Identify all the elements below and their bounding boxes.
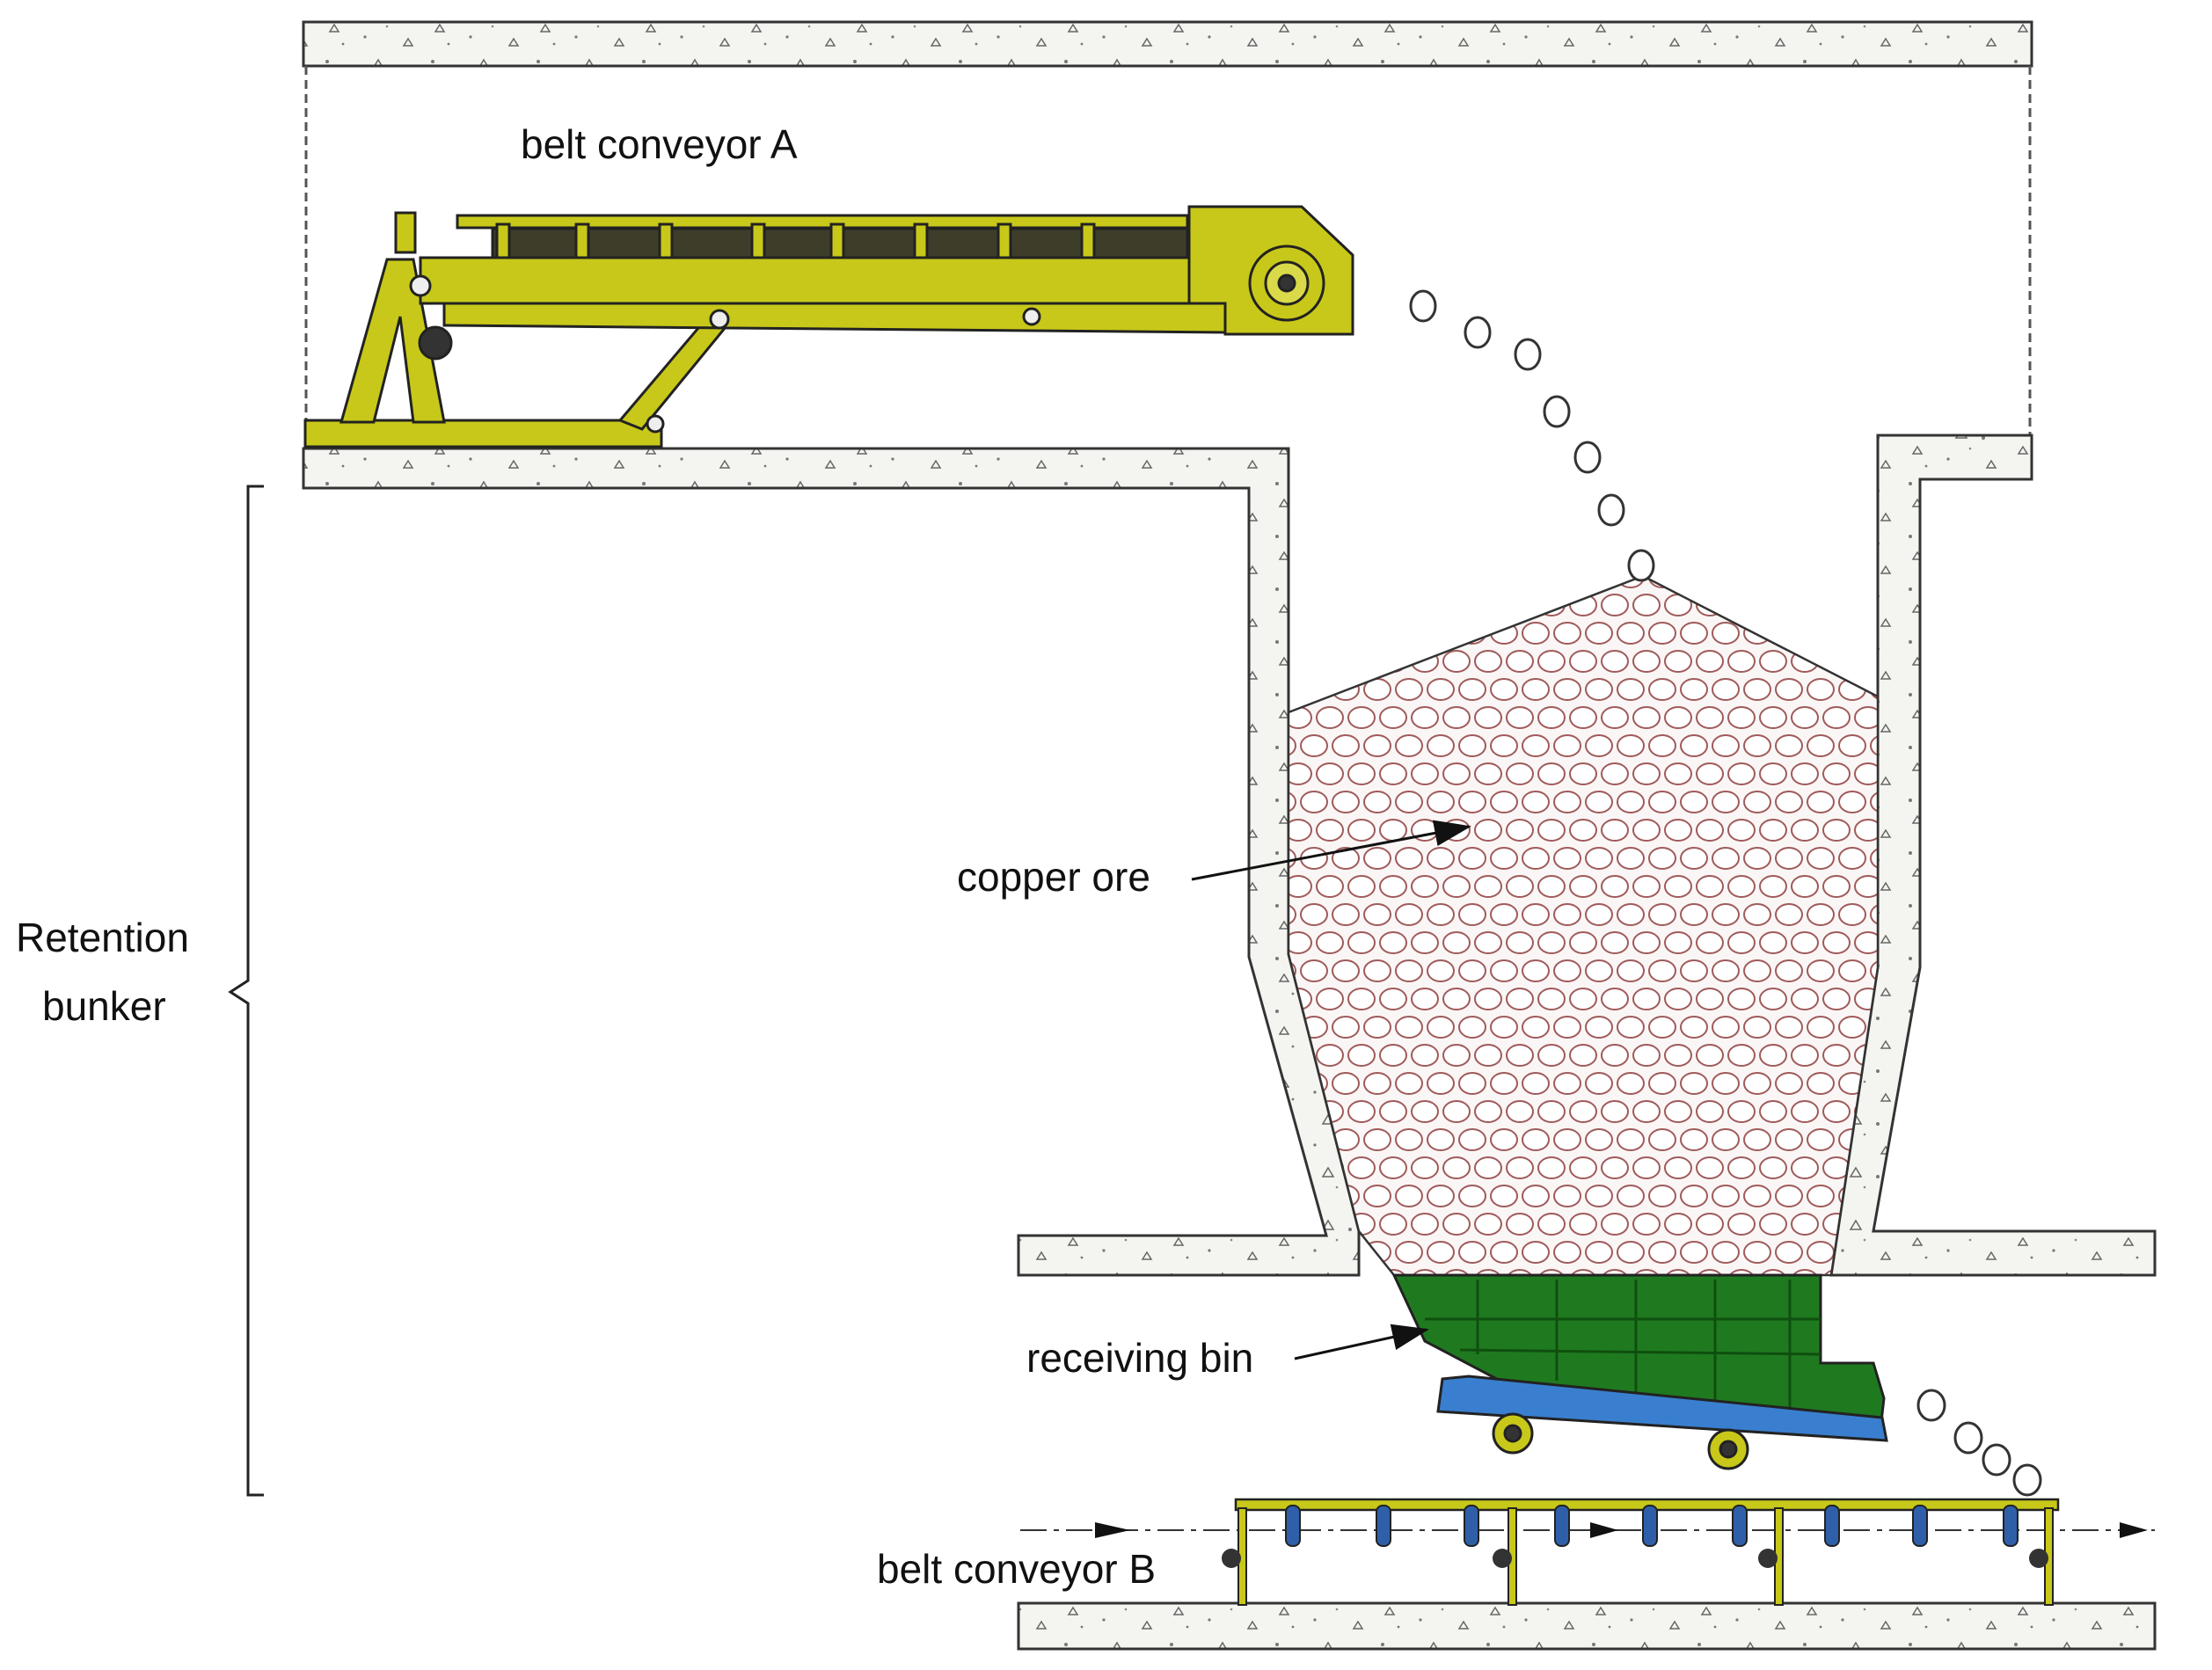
ore-chunk-icon — [1953, 1421, 1983, 1455]
falling-ore-stream-b — [1916, 1389, 2042, 1497]
arrow-right-icon — [1095, 1522, 1130, 1538]
bunker-right-wall — [1829, 434, 2157, 1277]
ore-chunk-icon — [2012, 1463, 2042, 1497]
retention-bunker-label-line2: bunker — [42, 983, 166, 1029]
conveyor-a-top-rail — [456, 214, 1189, 230]
floor-slab — [1017, 1601, 2157, 1651]
conveyor-a-idlers — [495, 222, 1096, 261]
conveyor-b-rollers — [1285, 1505, 2019, 1547]
arrow-right-icon — [2120, 1522, 2148, 1538]
ore-chunk-icon — [1982, 1443, 2011, 1477]
bunker-left-wall — [302, 447, 1361, 1277]
receiving-bin — [1391, 1273, 1888, 1470]
conveyor-a-lower-beam — [442, 302, 1227, 334]
conveyor-a-base-frame — [303, 419, 663, 448]
receiving-bin-ribs — [1425, 1280, 1821, 1414]
ore-chunk-icon — [1514, 338, 1542, 371]
retention-bunker-brace — [228, 485, 264, 1497]
retention-bunker-label-line1: Retention — [16, 915, 189, 960]
conveyor-b-wheels — [1222, 1549, 2048, 1568]
conveyor-b-label: belt conveyor B — [877, 1546, 1156, 1592]
copper-ore-leader-arrow — [1191, 820, 1471, 881]
conveyor-a-hydraulic-strut — [617, 315, 728, 431]
conveyor-a-label: belt conveyor A — [521, 121, 798, 167]
ore-chunk-icon — [1464, 316, 1492, 349]
falling-ore-stream-a — [1409, 289, 1655, 582]
arrow-right-icon — [1590, 1522, 1618, 1538]
copper-ore-label: copper ore — [957, 854, 1150, 900]
ore-chunk-icon — [1573, 441, 1602, 474]
ore-chunk-icon — [1597, 493, 1625, 527]
ceiling-slab — [302, 20, 2033, 68]
conveyor-a-wheel-icon — [418, 325, 453, 361]
receiving-bin-base-frame — [1436, 1375, 1888, 1442]
ore-chunk-icon — [1916, 1389, 1946, 1422]
receiving-bin-leader-arrow — [1294, 1324, 1429, 1360]
flow-direction-arrows — [1095, 1522, 2148, 1538]
ore-chunk-icon — [1627, 549, 1655, 582]
conveyor-a-support-leg — [339, 258, 446, 424]
receiving-bin-label: receiving bin — [1026, 1335, 1253, 1381]
concrete-structure — [302, 20, 2157, 1651]
conveyor-a-main-beam — [419, 256, 1227, 305]
belt-conveyor-b — [1020, 1498, 2155, 1606]
copper-ore-pile — [1287, 574, 1880, 1277]
ore-chunk-icon — [1543, 395, 1571, 428]
belt-conveyor-a — [303, 205, 1354, 448]
ore-chunk-icon — [1409, 289, 1437, 323]
